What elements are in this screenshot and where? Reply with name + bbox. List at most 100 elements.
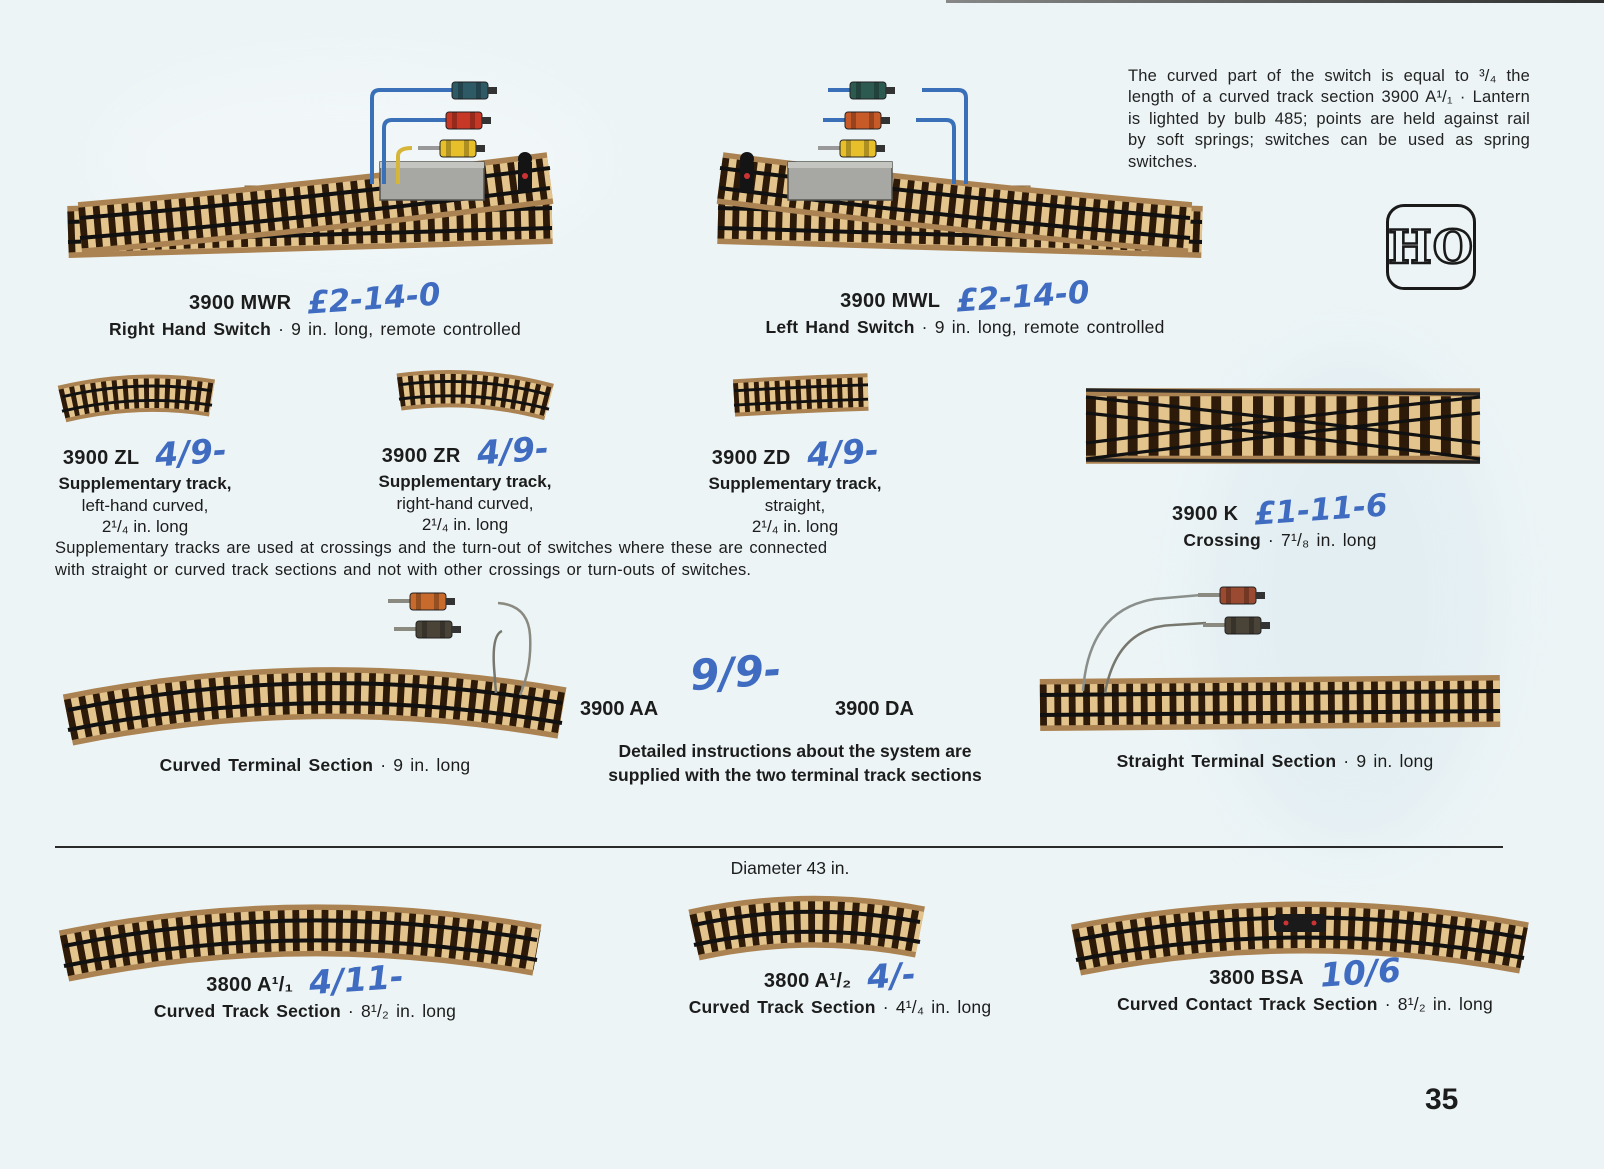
- product-spec: · 9 in. long: [1336, 751, 1434, 771]
- product-line: 2¹/₄ in. long: [421, 514, 509, 534]
- product-line: left-hand curved,: [81, 495, 209, 515]
- product-name: Left Hand Switch: [765, 317, 915, 337]
- handwritten-price: £2-14-0: [955, 274, 1091, 320]
- caption-curved-terminal: Curved Terminal Section · 9 in. long: [55, 753, 575, 776]
- contact-dot: [1283, 920, 1289, 926]
- plug-icon: [388, 592, 455, 611]
- product-code-aa: 3900 AA: [580, 698, 659, 720]
- handwritten-price: 4/9-: [475, 428, 550, 473]
- handwritten-price: 4/9-: [805, 430, 880, 475]
- product-code: 3900 K: [1172, 503, 1239, 525]
- contact-box: [1274, 914, 1326, 932]
- page-top-edge: [946, 0, 1604, 3]
- ho-scale-badge: HO: [1386, 204, 1476, 290]
- caption-crossing: 3900 K £1-11-6 Crossing · 7¹/₈ in. long: [1090, 487, 1470, 551]
- crossing-edge-rail: [1085, 388, 1481, 396]
- terminal-instructions: Detailed instructions about the system a…: [600, 740, 990, 787]
- product-code: 3800 A¹/₁: [206, 974, 294, 996]
- product-name: Curved Track Section: [688, 997, 876, 1017]
- caption-zl: 3900 ZL 4/9- Supplementary track, left-h…: [10, 430, 280, 537]
- terminal-instructions-line2: supplied with the two terminal track sec…: [608, 764, 982, 785]
- terminal-wire: [1081, 593, 1202, 692]
- caption-zr: 3900 ZR 4/9- Supplementary track, right-…: [330, 428, 600, 535]
- plug-icon: [1198, 586, 1265, 605]
- plug-icon: [818, 139, 885, 158]
- handwritten-price: £2-14-0: [306, 276, 443, 322]
- handwritten-price-aa: 9/9-: [688, 644, 783, 701]
- caption-a11: 3800 A¹/₁ 4/11- Curved Track Section · 8…: [55, 956, 555, 1022]
- product-spec: · 9 in. long: [373, 755, 471, 775]
- diameter-note: Diameter 43 in.: [730, 858, 850, 878]
- product-name: Curved Contact Track Section: [1117, 994, 1378, 1014]
- plug-icon: [418, 139, 485, 158]
- product-spec: · 8¹/₂ in. long: [1377, 994, 1493, 1014]
- track-illustration-a12: [688, 895, 925, 961]
- switch-lantern-icon: [518, 152, 532, 192]
- track-illustration-straight-terminal: [1039, 586, 1501, 731]
- product-spec: · 9 in. long, remote controlled: [271, 319, 521, 339]
- product-name: Crossing: [1183, 530, 1261, 550]
- track-illustration-mwl: [716, 81, 1203, 258]
- supplementary-note: Supplementary tracks are used at crossin…: [55, 539, 828, 580]
- product-code: 3800 BSA: [1209, 967, 1304, 989]
- product-code: 3900 MWR: [188, 292, 292, 314]
- plug-icon: [1203, 616, 1270, 635]
- blue-wire: [382, 118, 426, 184]
- terminal-instructions-line1: Detailed instructions about the system a…: [618, 741, 972, 761]
- handwritten-price: £1-11-6: [1253, 487, 1390, 533]
- caption-a12: 3800 A¹/₂ 4/- Curved Track Section · 4¹/…: [620, 954, 1060, 1018]
- contact-dot: [1311, 920, 1317, 926]
- product-code: 3900 MWL: [840, 290, 941, 312]
- switch-lantern-icon: [740, 152, 754, 192]
- product-code: 3900 ZL: [62, 447, 140, 469]
- product-spec: · 4¹/₄ in. long: [875, 997, 992, 1017]
- product-code-da: 3900 DA: [835, 698, 914, 720]
- blue-wire: [916, 118, 956, 184]
- terminal-wire: [497, 601, 532, 696]
- product-line: 2¹/₄ in. long: [101, 516, 189, 536]
- switch-motor-box-highlight: [380, 162, 484, 168]
- terminal-wire: [492, 629, 503, 694]
- plug-icon: [823, 111, 890, 130]
- track-illustration-a11: [58, 904, 542, 982]
- product-line: right-hand curved,: [396, 493, 534, 513]
- product-line: 2¹/₄ in. long: [751, 516, 839, 536]
- product-name: Curved Terminal Section: [159, 755, 374, 775]
- product-name: Supplementary track,: [58, 474, 232, 494]
- caption-mwl: 3900 MWL £2-14-0 Left Hand Switch · 9 in…: [705, 274, 1225, 338]
- caption-bsa: 3800 BSA 10/6 Curved Contact Track Secti…: [1075, 950, 1535, 1015]
- blue-wire: [922, 88, 968, 184]
- product-name: Straight Terminal Section: [1116, 751, 1337, 771]
- ho-scale-label: HO: [1387, 219, 1474, 276]
- track-illustration-mwr: [67, 81, 554, 258]
- plug-icon: [394, 620, 461, 639]
- caption-straight-terminal: Straight Terminal Section · 9 in. long: [1055, 749, 1495, 772]
- plug-icon: [828, 81, 895, 100]
- product-name: Supplementary track,: [708, 474, 882, 494]
- product-line: straight,: [764, 495, 826, 515]
- track-illustration-zd: [732, 373, 869, 417]
- track-illustration-crossing: [1085, 388, 1481, 464]
- handwritten-price: 4/-: [866, 954, 918, 997]
- product-spec: · 7¹/₈ in. long: [1260, 530, 1377, 550]
- track-illustration-curved-terminal: [62, 592, 567, 746]
- caption-zd: 3900 ZD 4/9- Supplementary track, straig…: [660, 430, 930, 537]
- caption-mwr: 3900 MWR £2-14-0 Right Hand Switch · 9 i…: [55, 276, 575, 340]
- section-divider: [55, 846, 1503, 848]
- product-name: Supplementary track,: [378, 472, 552, 492]
- handwritten-price: 4/11-: [307, 956, 406, 1003]
- terminal-wire: [1103, 621, 1207, 694]
- crossing-edge-rail: [1085, 458, 1481, 464]
- page-number: 35: [1425, 1083, 1459, 1116]
- track-illustration-zr: [396, 369, 554, 421]
- yellow-wire: [396, 146, 413, 184]
- plug-icon: [430, 81, 497, 100]
- product-code: 3800 A¹/₂: [763, 970, 852, 992]
- product-name: Curved Track Section: [153, 1001, 341, 1021]
- track-illustration-bsa: [1070, 901, 1529, 976]
- product-spec: · 9 in. long, remote controlled: [914, 317, 1165, 337]
- handwritten-price: 4/9-: [154, 430, 229, 475]
- product-code: 3900 ZD: [711, 447, 791, 469]
- switch-motor-box-highlight: [788, 162, 892, 168]
- track-illustration-zl: [57, 374, 215, 423]
